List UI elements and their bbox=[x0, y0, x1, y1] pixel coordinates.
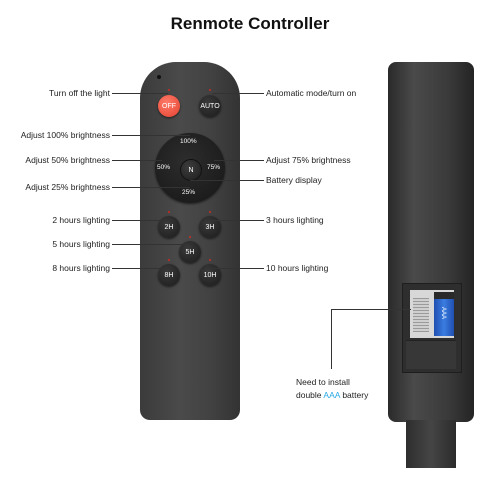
callout-brightness-75: Adjust 75% brightness bbox=[266, 155, 351, 165]
callout-line bbox=[112, 220, 168, 221]
indicator-dot bbox=[209, 211, 211, 213]
page-title: Renmote Controller bbox=[170, 14, 330, 33]
callout-5h: 5 hours lighting bbox=[52, 239, 110, 249]
callout-line bbox=[112, 160, 162, 161]
auto-button[interactable]: AUTO bbox=[199, 95, 221, 117]
callout-line bbox=[112, 135, 190, 136]
callout-install-line1: Need to install bbox=[296, 377, 350, 387]
battery-label: AAA bbox=[440, 306, 447, 320]
aaa-battery bbox=[434, 292, 454, 336]
callout-brightness-100: Adjust 100% brightness bbox=[20, 130, 110, 140]
callout-line bbox=[112, 268, 168, 269]
indicator-dot bbox=[168, 211, 170, 213]
callout-line bbox=[112, 244, 188, 245]
callout-line bbox=[212, 268, 264, 269]
callout-10h: 10 hours lighting bbox=[266, 263, 329, 273]
timer-5h-button[interactable]: 5H bbox=[179, 241, 201, 263]
callout-brightness-25: Adjust 25% brightness bbox=[25, 182, 110, 192]
brightness-100-button[interactable]: 100% bbox=[180, 138, 197, 145]
callout-line bbox=[112, 93, 168, 94]
brightness-25-button[interactable]: 25% bbox=[182, 189, 196, 196]
callout-8h: 8 hours lighting bbox=[52, 263, 110, 273]
install-prefix: double bbox=[296, 390, 324, 400]
callout-line bbox=[331, 309, 411, 310]
callout-line bbox=[190, 180, 264, 181]
callout-line bbox=[214, 160, 264, 161]
timer-3h-button[interactable]: 3H bbox=[199, 216, 221, 238]
timer-8h-button[interactable]: 8H bbox=[158, 264, 180, 286]
callout-line bbox=[212, 220, 264, 221]
callout-line bbox=[112, 187, 190, 188]
install-aaa-highlight: AAA bbox=[323, 390, 340, 400]
callout-battery-display: Battery display bbox=[266, 175, 322, 185]
install-suffix: battery bbox=[339, 390, 369, 400]
battery-display-button[interactable]: N bbox=[180, 159, 202, 181]
battery-spring bbox=[413, 298, 429, 332]
timer-2h-button[interactable]: 2H bbox=[158, 216, 180, 238]
callout-line bbox=[331, 309, 332, 369]
indicator-dot bbox=[168, 259, 170, 261]
indicator-dot bbox=[209, 259, 211, 261]
callout-line bbox=[212, 93, 264, 94]
callout-turn-off: Turn off the light bbox=[49, 88, 110, 98]
indicator-dot bbox=[209, 89, 211, 91]
indicator-dot bbox=[168, 89, 170, 91]
remote-side-stem bbox=[406, 420, 456, 468]
callout-2h: 2 hours lighting bbox=[52, 215, 110, 225]
off-button[interactable]: OFF bbox=[158, 95, 180, 117]
brightness-50-button[interactable]: 50% bbox=[157, 164, 171, 171]
callout-brightness-50: Adjust 50% brightness bbox=[25, 155, 110, 165]
timer-10h-button[interactable]: 10H bbox=[199, 264, 221, 286]
indicator-dot bbox=[189, 236, 191, 238]
battery-terminal bbox=[434, 292, 454, 299]
callout-install-line2: double AAA battery bbox=[296, 390, 368, 400]
brightness-75-button[interactable]: 75% bbox=[207, 164, 221, 171]
callout-3h: 3 hours lighting bbox=[266, 215, 324, 225]
callout-auto-mode: Automatic mode/turn on bbox=[266, 88, 357, 98]
battery-cover bbox=[406, 340, 456, 369]
ir-sensor bbox=[157, 75, 161, 79]
